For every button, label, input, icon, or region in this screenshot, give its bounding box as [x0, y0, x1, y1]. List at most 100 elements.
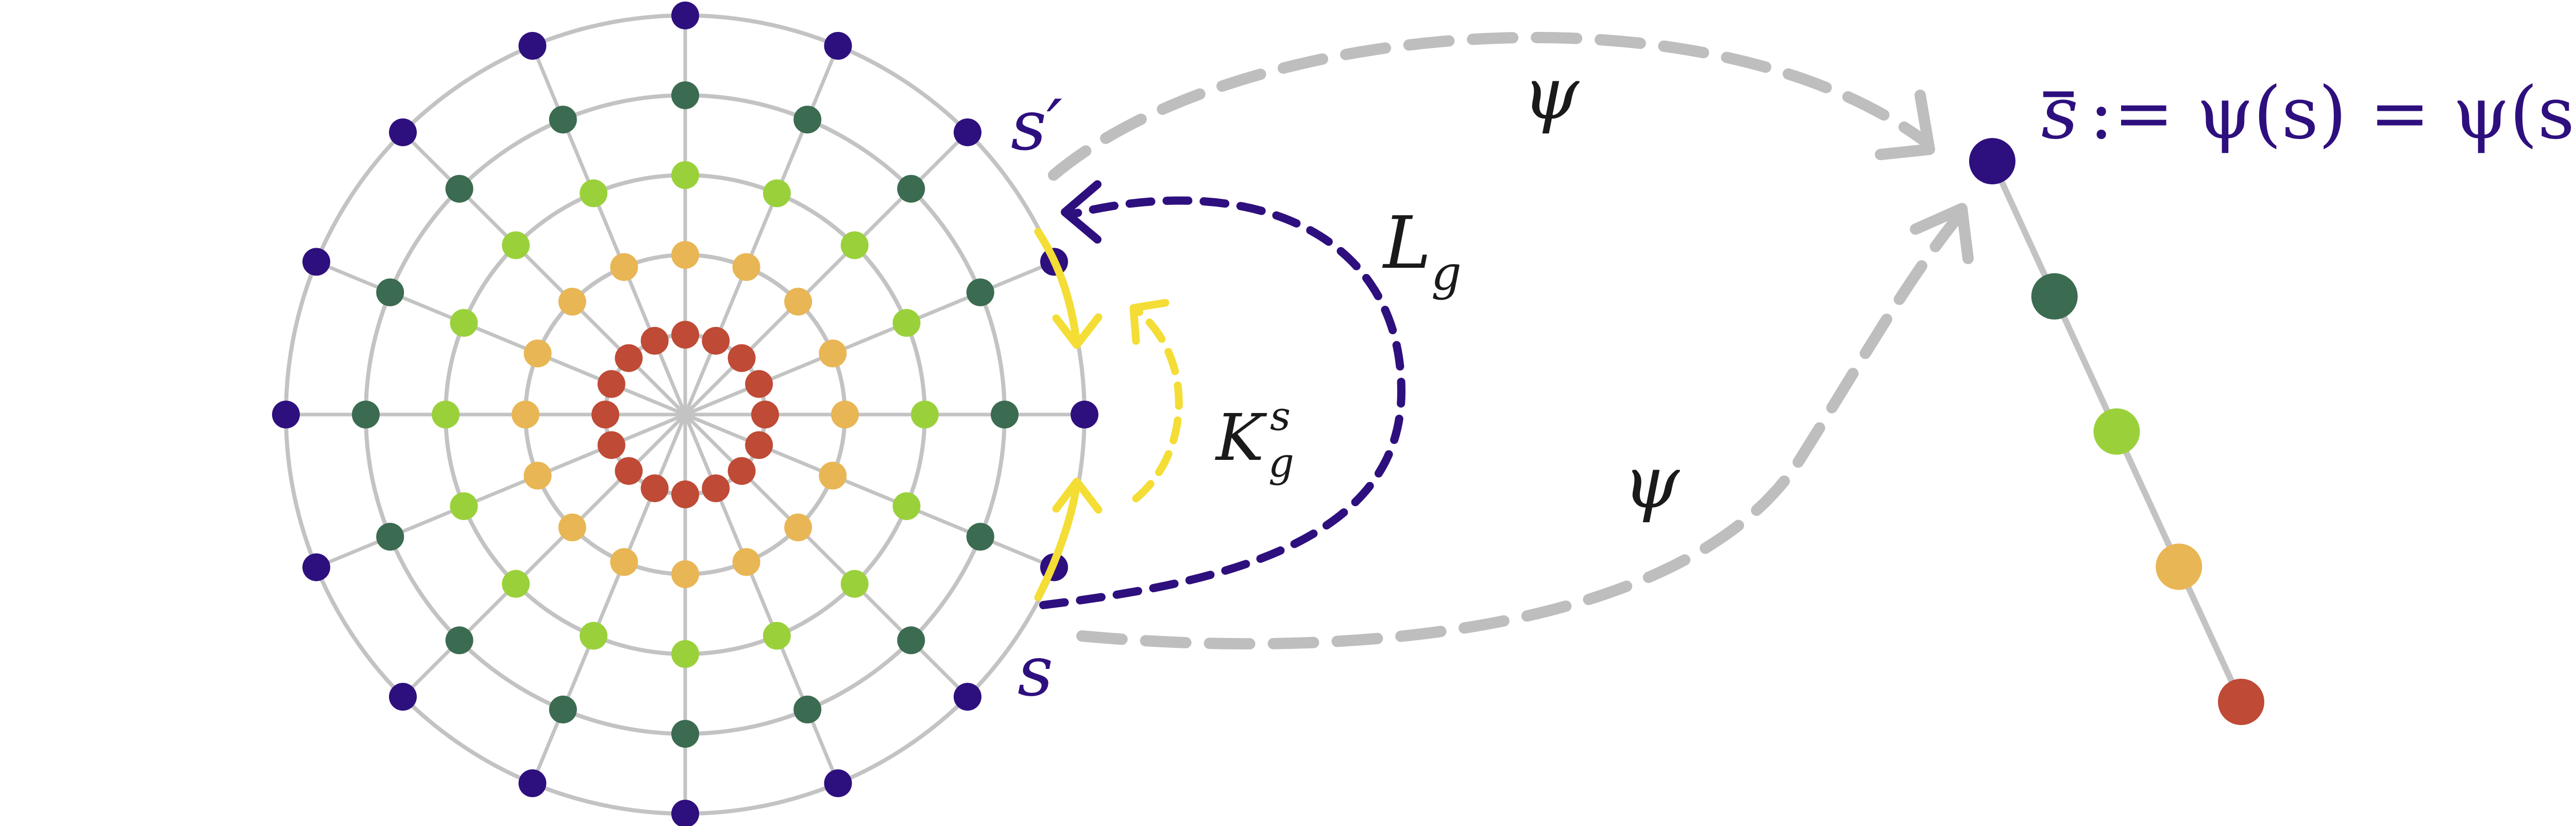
orbit-arrow-Lg: [1039, 180, 1405, 609]
graph-node-ring-2: [819, 461, 847, 490]
psi-arrowheads: [1875, 90, 1974, 264]
stabilizer-arc-bottom: [1034, 480, 1081, 601]
graph-node-ring-1: [745, 370, 773, 398]
graph-node-ring-4: [897, 175, 925, 203]
graph-node-ring-5: [272, 401, 300, 428]
graph-node-ring-1: [671, 321, 699, 349]
orbit-arrowhead: [1061, 180, 1101, 244]
graph-node-ring-4: [671, 720, 699, 748]
graph-node-ring-1: [751, 401, 779, 428]
graph-node-ring-1: [591, 401, 619, 428]
label-K-sub: g: [1268, 440, 1294, 486]
graph-node-ring-2: [819, 339, 847, 368]
graph-node-ring-3: [762, 179, 791, 208]
chain-nodes: [1969, 138, 2264, 725]
graph-node-ring-2: [523, 461, 552, 490]
psi-arrow-bottom: [1076, 205, 1969, 650]
labels: s′ s Lg K g s ψ ψ s := ψ(s) = ψ(s′): [1011, 52, 2576, 712]
stabilizer-arc-top: [1034, 228, 1081, 347]
spoke-edge: [684, 413, 969, 698]
graph-node-ring-3: [502, 570, 530, 598]
stabilizer-arcs: [1034, 228, 1103, 601]
graph-node-ring-4: [671, 81, 699, 109]
label-psi-bottom: ψ: [1623, 441, 1680, 525]
graph-node-ring-3: [502, 231, 530, 260]
label-K-g-s: K g s: [1215, 393, 1294, 486]
chain-node-2: [2031, 273, 2078, 320]
label-s-bar-rest: := ψ(s) = ψ(s′): [2089, 72, 2576, 156]
graph-node-ring-5: [302, 248, 330, 276]
graph-node-ring-5: [1071, 401, 1098, 428]
graph-node-ring-2: [512, 401, 539, 428]
label-K-main: K: [1215, 401, 1267, 475]
graph-node-ring-4: [966, 278, 994, 306]
graph-node-ring-1: [640, 474, 669, 503]
polar-lattice-graph: [272, 2, 1098, 826]
graph-node-ring-5: [302, 553, 330, 581]
graph-node-ring-1: [640, 326, 669, 355]
graph-node-ring-4: [793, 695, 822, 724]
graph-node-ring-4: [549, 695, 577, 724]
spoke-edge: [401, 131, 687, 416]
graph-node-ring-3: [762, 622, 791, 650]
graph-node-ring-4: [445, 175, 473, 203]
stabilizer-arrowhead-top: [1052, 313, 1103, 349]
graph-node-ring-3: [840, 570, 869, 598]
graph-node-ring-2: [732, 253, 760, 281]
graph-node-ring-5: [671, 2, 699, 29]
psi-arrow-top: [1048, 31, 1927, 181]
graph-node-ring-2: [558, 513, 586, 542]
spoke-edge: [684, 131, 969, 416]
stabilizer-loop-Kgs: [1129, 299, 1183, 503]
graph-node-ring-4: [445, 626, 473, 655]
graph-node-ring-4: [897, 626, 925, 655]
graph-node-ring-5: [824, 31, 852, 60]
graph-node-ring-1: [702, 326, 730, 355]
graph-node-ring-5: [388, 683, 417, 711]
graph-node-ring-1: [727, 344, 756, 372]
graph-node-ring-2: [610, 253, 638, 281]
graph-node-ring-1: [615, 344, 643, 372]
graph-node-ring-1: [597, 370, 625, 398]
stabilizer-loop-arrowhead: [1129, 299, 1170, 345]
chain-node-4: [2156, 543, 2202, 590]
graph-node-ring-4: [793, 106, 822, 134]
graph-node-ring-3: [840, 231, 869, 260]
spoke-edge: [401, 413, 687, 698]
graph-node-ring-5: [824, 769, 852, 798]
label-s-bar-var: s: [2041, 72, 2078, 156]
graph-node-ring-4: [376, 523, 404, 551]
label-s-prime: s′: [1011, 85, 1062, 166]
graph-node-ring-5: [954, 683, 982, 711]
graph-node-ring-5: [388, 118, 417, 146]
graph-node-ring-2: [732, 548, 760, 576]
graph-node-ring-2: [558, 287, 586, 316]
graph-node-ring-3: [450, 309, 478, 337]
stabilizer-arrowhead-bottom: [1052, 477, 1103, 514]
psi-arrowhead-top: [1875, 90, 1935, 160]
chain-node-1: [1969, 138, 2015, 184]
graph-node-ring-1: [671, 480, 699, 508]
graph-node-ring-3: [450, 492, 478, 520]
graph-node-ring-3: [892, 309, 921, 337]
graph-node-ring-5: [954, 118, 982, 146]
chain-node-5: [2218, 679, 2264, 725]
graph-node-ring-1: [745, 431, 773, 459]
graph-node-ring-2: [831, 401, 859, 428]
graph-node-ring-5: [518, 769, 547, 798]
graph-node-ring-2: [784, 513, 812, 542]
graph-node-ring-1: [702, 474, 730, 503]
psi-map-arrows: [1048, 31, 1969, 650]
graph-node-ring-3: [580, 179, 608, 208]
graph-node-ring-2: [671, 241, 699, 269]
graph-node-ring-1: [727, 457, 756, 485]
chain-node-3: [2093, 408, 2140, 455]
graph-node-ring-4: [966, 523, 994, 551]
orbit-arrow-path: [1039, 196, 1405, 609]
graph-node-ring-3: [892, 492, 921, 520]
graph-node-ring-4: [352, 401, 380, 428]
graph-node-ring-4: [991, 401, 1019, 428]
label-s-bar-definition: s := ψ(s) = ψ(s′): [2041, 72, 2576, 156]
graph-node-ring-2: [671, 560, 699, 588]
